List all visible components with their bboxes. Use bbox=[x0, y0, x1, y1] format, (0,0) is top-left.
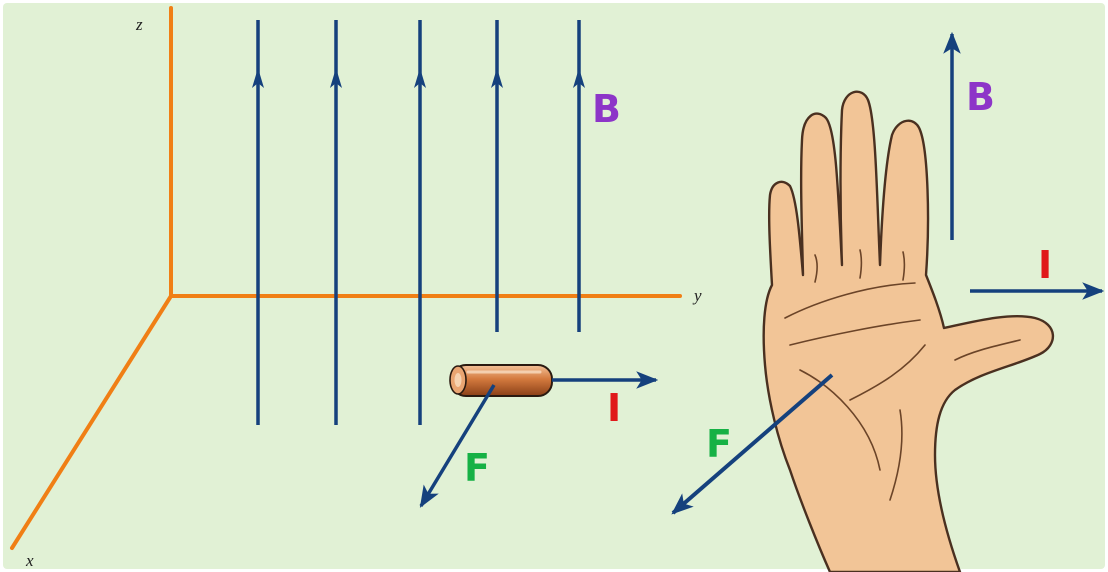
force-arrow-right bbox=[671, 373, 834, 515]
hand-shape bbox=[762, 90, 1055, 572]
y-axis-label: y bbox=[692, 286, 702, 305]
x-axis bbox=[10, 294, 173, 550]
coordinate-axes bbox=[10, 6, 682, 550]
field-line-arrowheads bbox=[252, 68, 585, 88]
wire-segment bbox=[449, 364, 553, 397]
palm-creases bbox=[784, 249, 1021, 501]
field-label-left: B bbox=[592, 87, 621, 131]
field-arrowhead bbox=[491, 68, 503, 88]
field-arrowhead bbox=[414, 68, 426, 88]
force-label-right: F bbox=[706, 422, 732, 466]
field-arrowhead bbox=[330, 68, 342, 88]
field-arrowhead bbox=[573, 68, 585, 88]
background-panel bbox=[3, 3, 1105, 569]
current-label-right: I bbox=[1038, 243, 1052, 287]
z-axis-label: z bbox=[135, 15, 143, 34]
force-arrow-left bbox=[419, 384, 496, 508]
magnetic-field-lines bbox=[256, 20, 581, 425]
field-arrowhead bbox=[252, 68, 264, 88]
current-label-left: I bbox=[607, 386, 621, 430]
field-label-right: B bbox=[966, 75, 995, 119]
force-label-left: F bbox=[464, 446, 490, 490]
x-axis-label: x bbox=[25, 551, 34, 570]
open-hand bbox=[762, 90, 1055, 572]
